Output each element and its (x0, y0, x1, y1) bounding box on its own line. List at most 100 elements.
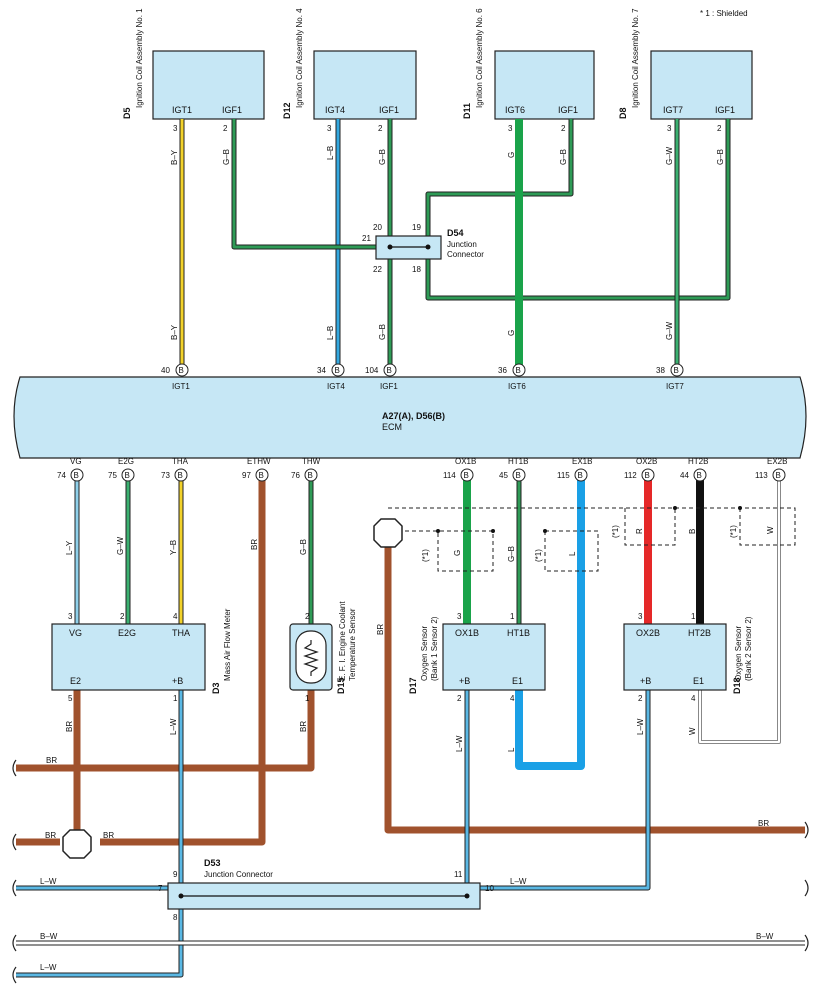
pin-number: 2 (378, 124, 383, 133)
pin-number: 8 (173, 913, 178, 922)
pin-number: 36 (498, 366, 507, 375)
pin-label: E2 (70, 676, 81, 686)
shield-labels: (*1) (*1) (*1) (*1) G L R W (421, 525, 775, 562)
pin-label: OX1B (455, 628, 479, 638)
pin-number: 1 (173, 694, 178, 703)
wire-label: L–W (40, 877, 57, 886)
pin-label: ETHW (247, 457, 271, 466)
coil-d11: IGT6 IGF1 3 2 D11 Ignition Coil Assembly… (462, 8, 595, 133)
wire-label: W (688, 727, 697, 735)
conn-letter: B (387, 366, 392, 375)
pin-number: 114 (443, 471, 456, 480)
pin-label: OX2B (636, 457, 657, 466)
wire-label: BR (46, 756, 57, 765)
shield-note: * 1 : Shielded (700, 9, 748, 18)
wire-label: L–W (40, 963, 57, 972)
conn-letter: B (308, 471, 313, 480)
wire-label: G (507, 330, 516, 336)
pin-label: HT1B (507, 628, 530, 638)
coil-name: Ignition Coil Assembly No. 7 (631, 8, 640, 108)
conn-letter: B (178, 471, 183, 480)
connector-name: Junction Connector (204, 870, 273, 879)
pin-label: THW (302, 457, 321, 466)
pin-label: OX1B (455, 457, 476, 466)
component-name: E. F. I. Engine Coolant (338, 601, 347, 681)
coil-code: D5 (122, 107, 132, 119)
shield-lines (388, 507, 796, 572)
connector-code: D54 (447, 228, 464, 238)
pin-number: 20 (373, 223, 382, 232)
wire-label: G (453, 550, 462, 556)
component-name: (Bank 2 Sensor 2) (744, 616, 753, 681)
wire-label: B–Y (170, 324, 179, 340)
pin-number: 3 (508, 124, 513, 133)
ecm-pin: B 104 IGF1 (365, 363, 398, 391)
pin-number: 2 (223, 124, 228, 133)
pin-label: HT1B (508, 457, 528, 466)
pin-number: 5 (68, 694, 73, 703)
pin-label: IGT6 (508, 382, 526, 391)
ground-junction-icon (62, 829, 92, 859)
wire-label: G–B (507, 546, 516, 562)
connector-name: Junction (447, 240, 477, 249)
component-name: Oxygen Sensor (420, 626, 429, 681)
wire-label: BR (65, 721, 74, 732)
pin-number: 1 (305, 694, 310, 703)
wire-label: B–Y (170, 149, 179, 165)
component-code: D18 (732, 677, 742, 694)
component-name: (Bank 1 Sensor 2) (430, 616, 439, 681)
coil-pin-label: IGT7 (663, 105, 683, 115)
upper-wire-labels: B–Y G–B L–B G–B G G–B G–W G–B B–Y L–B G–… (170, 146, 725, 340)
wire-label: B–W (756, 932, 774, 941)
lower-wire-labels: L–Y G–W Y–B BR G–B G–B B BR BR L–W BR L–… (65, 529, 697, 752)
pin-number: 4 (173, 612, 178, 621)
pin-number: 113 (755, 471, 768, 480)
pin-label: E2G (118, 628, 136, 638)
pin-number: 4 (691, 694, 696, 703)
conn-letter: B (516, 471, 521, 480)
pin-label: EX2B (767, 457, 787, 466)
wire-label: G–B (559, 149, 568, 165)
coil-name: Ignition Coil Assembly No. 6 (475, 8, 484, 108)
wire-label: G–W (665, 321, 674, 340)
pin-number: 2 (717, 124, 722, 133)
pin-number: 3 (457, 612, 462, 621)
wire-label: BR (376, 624, 385, 635)
shield-mark: (*1) (729, 525, 738, 538)
wire-label: G–B (378, 149, 387, 165)
coil-d8: IGT7 IGF1 3 2 D8 Ignition Coil Assembly … (618, 8, 753, 133)
pin-number: 3 (667, 124, 672, 133)
coil-pin-label: IGT6 (505, 105, 525, 115)
wire-label: Y–B (169, 540, 178, 555)
pin-number: 38 (656, 366, 665, 375)
pin-label: VG (69, 628, 82, 638)
wire-label: L–W (510, 877, 527, 886)
pin-label: +B (172, 676, 183, 686)
pin-number: 19 (412, 223, 421, 232)
ground-junction-icon (373, 518, 403, 548)
wire-label: W (766, 526, 775, 534)
conn-letter: B (697, 471, 702, 480)
wire-label: BR (758, 819, 769, 828)
wire-label: BR (45, 831, 56, 840)
pin-number: 2 (457, 694, 462, 703)
wire-label: L–W (636, 718, 645, 735)
pin-label: EX1B (572, 457, 592, 466)
coil-d12: IGT4 IGF1 3 2 D12 Ignition Coil Assembly… (282, 8, 417, 133)
sensor-d3: VG E2G THA E2 +B 3 2 4 5 1 D3 Mass Air F… (51, 608, 232, 703)
conn-letter: B (179, 366, 184, 375)
pin-number: 34 (317, 366, 326, 375)
conn-letter: B (74, 471, 79, 480)
pin-number: 112 (624, 471, 637, 480)
pin-number: 1 (691, 612, 696, 621)
coil-name: Ignition Coil Assembly No. 4 (295, 8, 304, 108)
